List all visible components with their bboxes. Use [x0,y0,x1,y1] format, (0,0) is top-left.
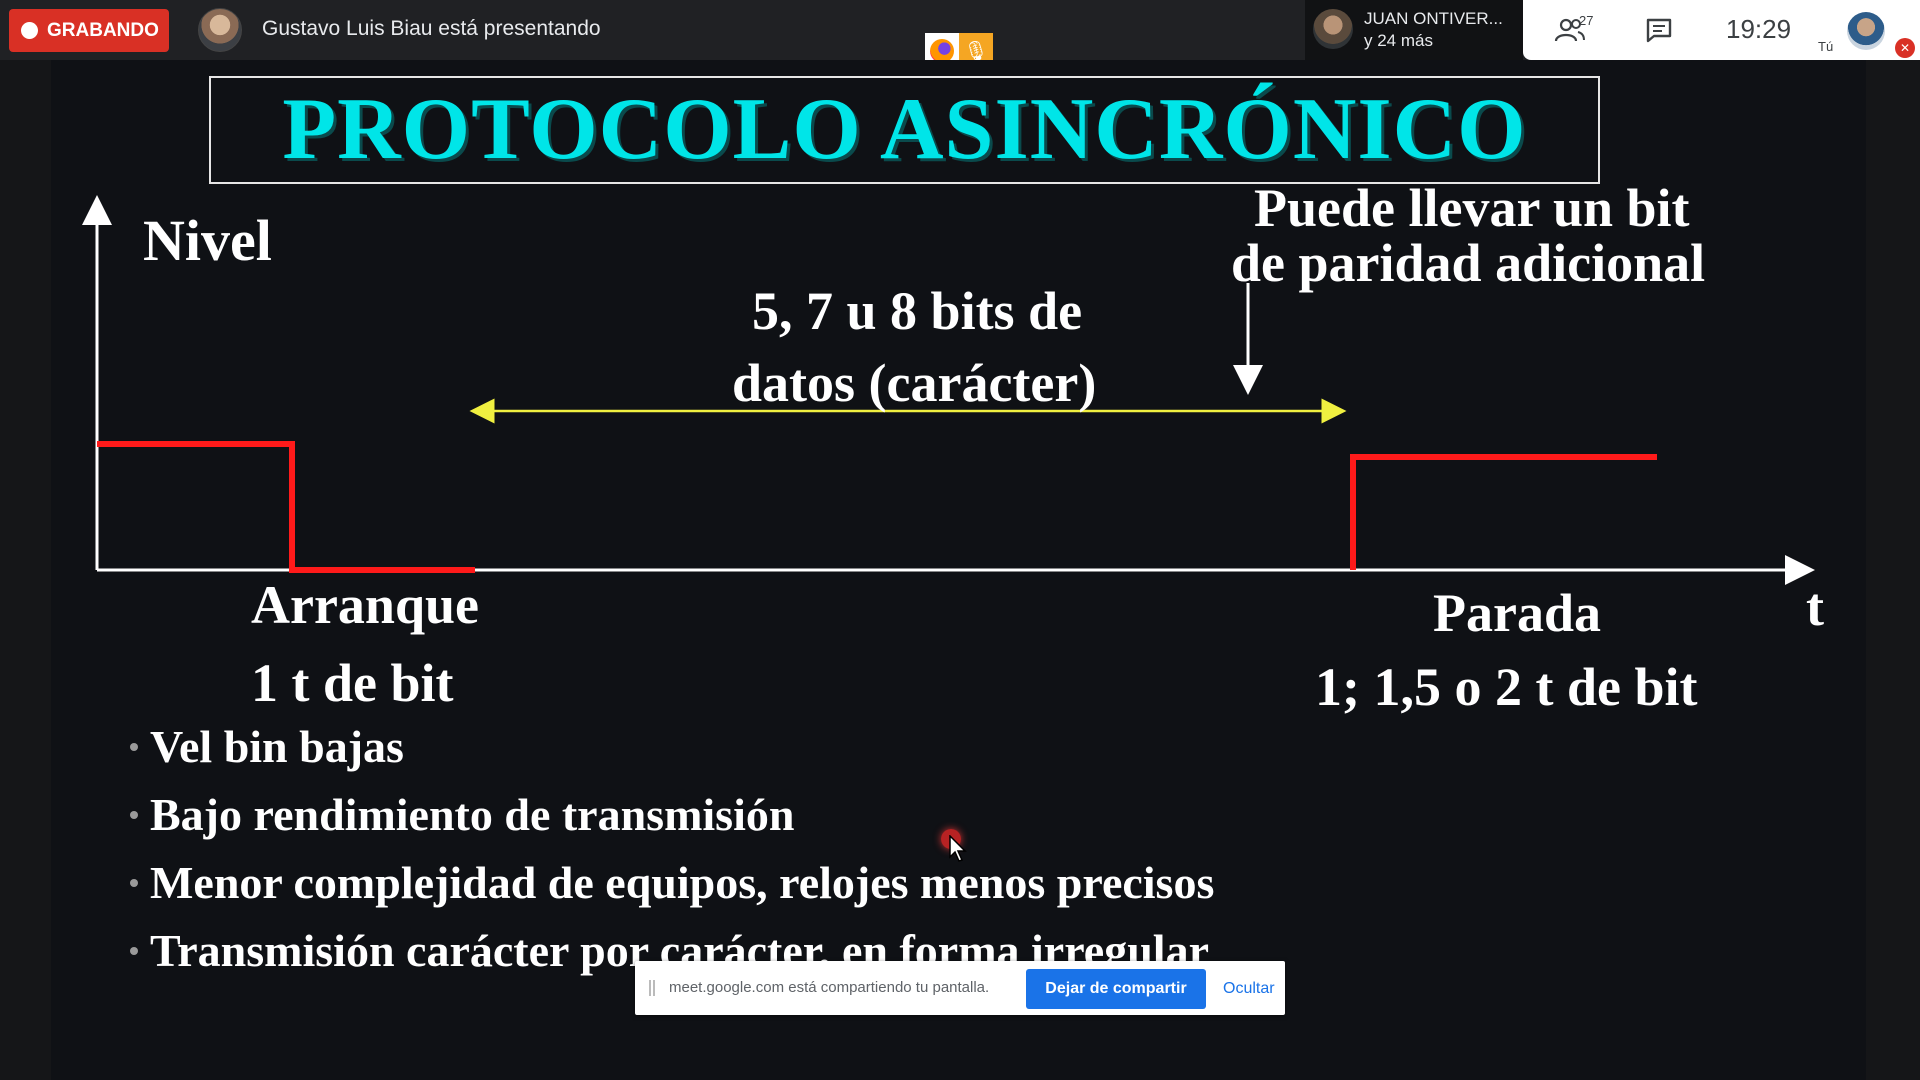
share-message: meet.google.com está compartiendo tu pan… [669,979,990,996]
drag-handle-icon[interactable] [649,980,655,996]
recording-badge: GRABANDO [9,9,169,52]
start-duration: 1 t de bit [251,653,454,713]
bullet-dot-icon [130,946,138,955]
you-label: Tú [1818,39,1834,54]
self-avatar[interactable] [1847,12,1885,50]
stop-sharing-button[interactable]: Dejar de compartir [1026,969,1206,1009]
participant-more: y 24 más [1364,31,1433,50]
start-label: Arranque [251,575,479,635]
hide-button[interactable]: Ocultar [1217,969,1277,1009]
recording-label: GRABANDO [47,19,159,41]
presenter-avatar [198,8,242,52]
clock: 19:29 [1726,14,1792,44]
parity-note-line2: de paridad adicional [1231,233,1706,293]
stop-label: Parada [1433,583,1601,643]
participant-avatar [1313,9,1353,49]
screen-share-bar: meet.google.com está compartiendo tu pan… [635,961,1285,1015]
slide-title: PROTOCOLO ASINCRÓNICO [282,81,1527,178]
bullet-dot-icon [130,810,138,819]
people-icon[interactable] [1554,17,1586,43]
mouse-cursor-icon [949,835,967,862]
x-axis-label: t [1806,577,1824,637]
slide-title-box: PROTOCOLO ASINCRÓNICO [209,76,1600,184]
chat-icon[interactable] [1645,17,1673,43]
parity-note-line1: Puede llevar un bit [1254,178,1690,238]
presenter-text: Gustavo Luis Biau está presentando [262,17,601,40]
bullet-dot-icon [130,742,138,751]
people-count-badge: 27 [1579,13,1594,28]
recording-dot-icon [21,22,38,39]
bullet-item: Vel bin bajas [130,720,404,773]
bullet-item: Menor complejidad de equipos, relojes me… [130,856,1214,909]
data-bits-line2: datos (carácter) [732,353,1097,413]
mic-off-icon: ✕ [1895,38,1915,58]
y-axis-label: Nivel [143,208,272,273]
participant-name: JUAN ONTIVER... [1364,9,1503,28]
bullet-dot-icon [130,878,138,887]
stop-duration: 1; 1,5 o 2 t de bit [1315,657,1698,717]
data-bits-line1: 5, 7 u 8 bits de [752,281,1083,341]
bullet-item: Bajo rendimiento de transmisión [130,788,794,841]
